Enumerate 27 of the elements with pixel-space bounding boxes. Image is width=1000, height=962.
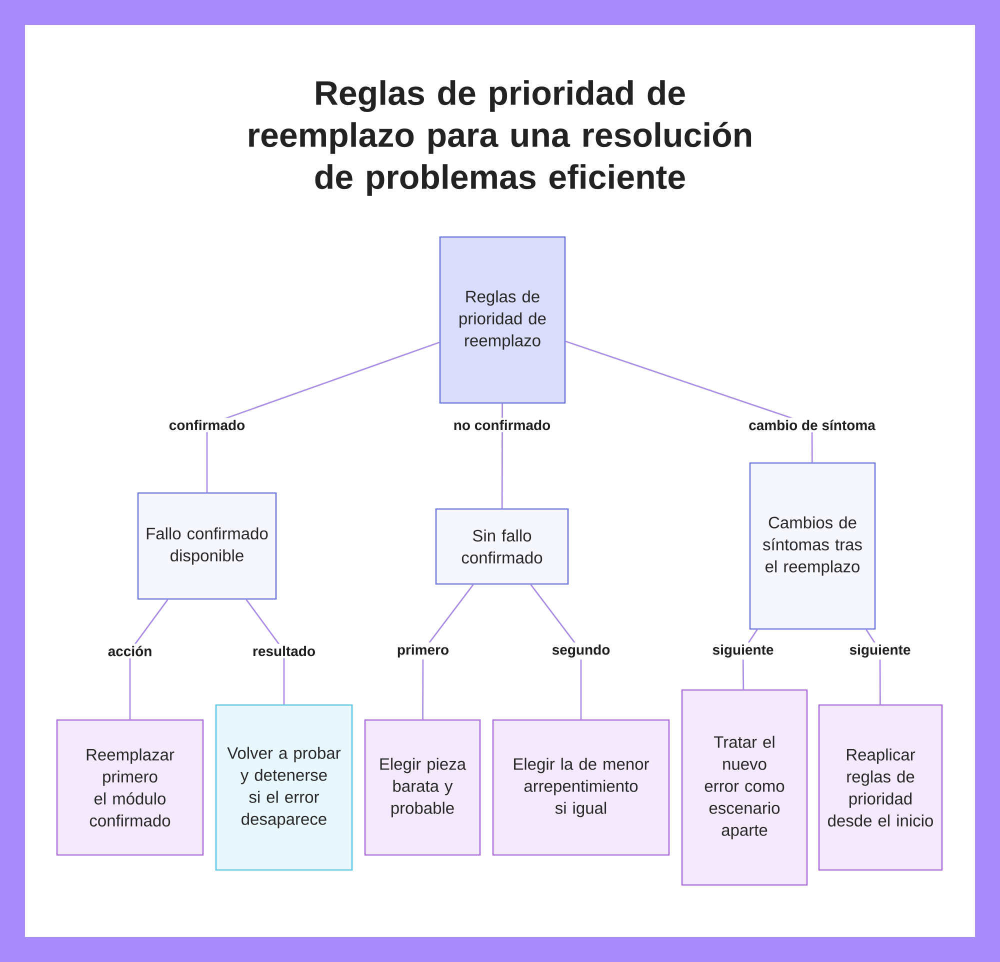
connector	[530, 584, 582, 720]
process-box: Elegir pieza barata y probable	[364, 719, 481, 856]
edge-label: no confirmado	[451, 418, 553, 432]
process-box: Reglas de prioridad de reemplazo	[439, 236, 566, 404]
edge-label: acción	[106, 644, 154, 658]
connector	[129, 599, 168, 720]
process-box: Reemplazar primero el módulo confirmado	[56, 719, 204, 856]
edge-label: siguiente	[847, 642, 913, 660]
process-box: Volver a probar y detenerse si el error desaparece	[215, 704, 353, 871]
process-box: Fallo confirmado disponible	[137, 492, 277, 600]
edge-label: siguiente	[710, 642, 776, 660]
connector	[565, 340, 813, 462]
connector	[246, 599, 285, 704]
process-box: Elegir la de menor arrepentimiento si igual	[492, 719, 670, 856]
title: Reglas de prioridad de reemplazo para una resolución de problemas eficiente	[249, 80, 752, 196]
process-box: Reaplicar reglas de prioridad desde el inicio	[818, 704, 943, 871]
edge-label: cambio de síntoma	[746, 418, 878, 432]
process-box: Sin fallo confirmado	[435, 508, 569, 585]
edge-label: resultado	[250, 644, 318, 658]
edge-label: primero	[394, 642, 452, 660]
connector	[501, 404, 504, 508]
edge-label: segundo	[550, 642, 612, 660]
connector	[206, 342, 440, 492]
process-box: Cambios de síntomas tras el reemplazo	[749, 462, 876, 630]
connector	[422, 584, 474, 720]
edge-label: confirmado	[166, 418, 248, 432]
process-box: Tratar el nuevo error como escenario aparte	[681, 689, 808, 886]
